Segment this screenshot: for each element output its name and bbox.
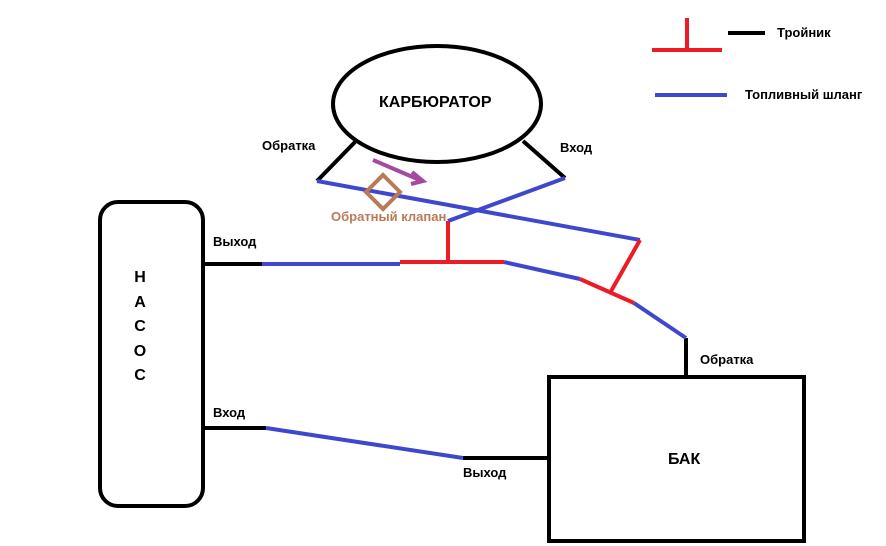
tank-return-label: Обратка <box>700 352 754 367</box>
pump-outlet-label: Выход <box>213 234 257 249</box>
tank-outlet-label: Выход <box>463 465 507 480</box>
pump-shape <box>98 200 205 508</box>
flow-arrow-icon <box>372 158 428 186</box>
tank-label: БАК <box>668 451 701 468</box>
carburetor-inlet-label: Вход <box>560 140 593 155</box>
pump-inlet-label: Вход <box>213 405 246 420</box>
fuel-hoses <box>262 93 727 460</box>
legend-hose-label: Топливный шланг <box>745 87 863 102</box>
check-valve-icon <box>363 172 403 212</box>
carburetor-return-label: Обратка <box>262 138 316 153</box>
check-valve-label: Обратный клапан <box>331 209 447 224</box>
tee-fittings <box>400 18 722 305</box>
legend-tee-label: Тройник <box>777 25 831 40</box>
carburetor-shape <box>331 44 543 164</box>
carburetor-label: КАРБЮРАТОР <box>379 94 492 111</box>
black-fittings <box>204 31 765 460</box>
